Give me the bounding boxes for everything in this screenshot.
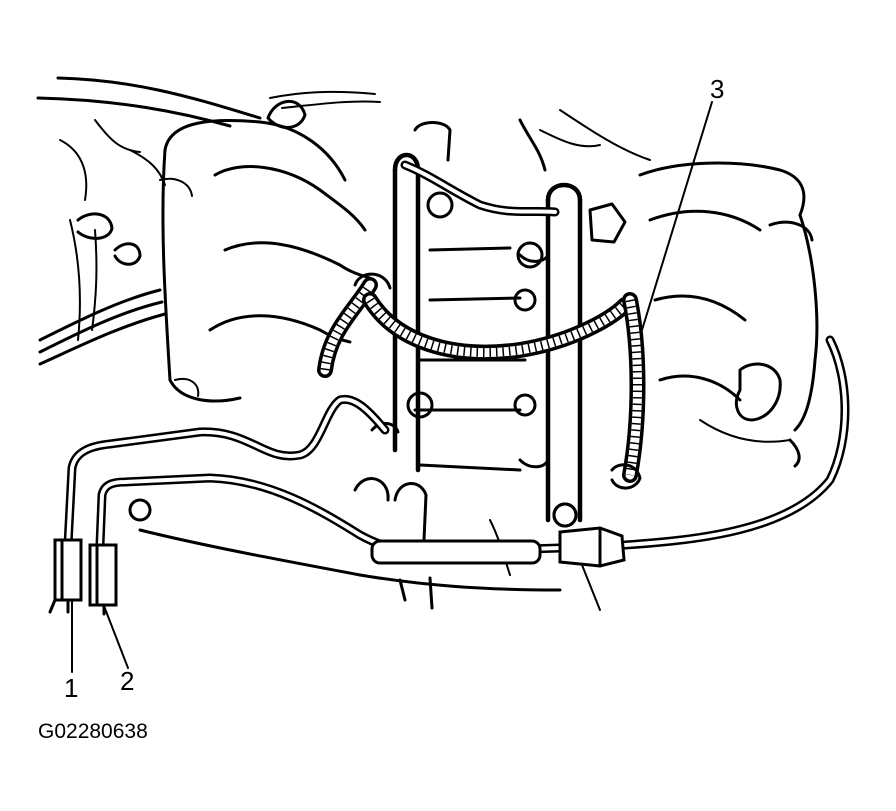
fuel-lines [63, 160, 850, 568]
figure-id: G02280638 [38, 720, 148, 743]
leader-lines [71, 101, 713, 673]
callout-3: 3 [710, 74, 724, 104]
hose-sleeve [370, 539, 542, 565]
leader-3 [641, 101, 713, 331]
pressure-regulator [558, 526, 626, 568]
callout-2: 2 [120, 666, 134, 696]
fuel-rail [370, 152, 583, 523]
engine-background-outlines [36, 76, 819, 611]
hatched-hoses [317, 272, 646, 490]
connector-2 [88, 543, 118, 607]
callout-1: 1 [64, 673, 78, 703]
leader-2 [103, 605, 129, 669]
fuel-line-connectors [48, 538, 118, 616]
connector-1 [53, 538, 83, 602]
